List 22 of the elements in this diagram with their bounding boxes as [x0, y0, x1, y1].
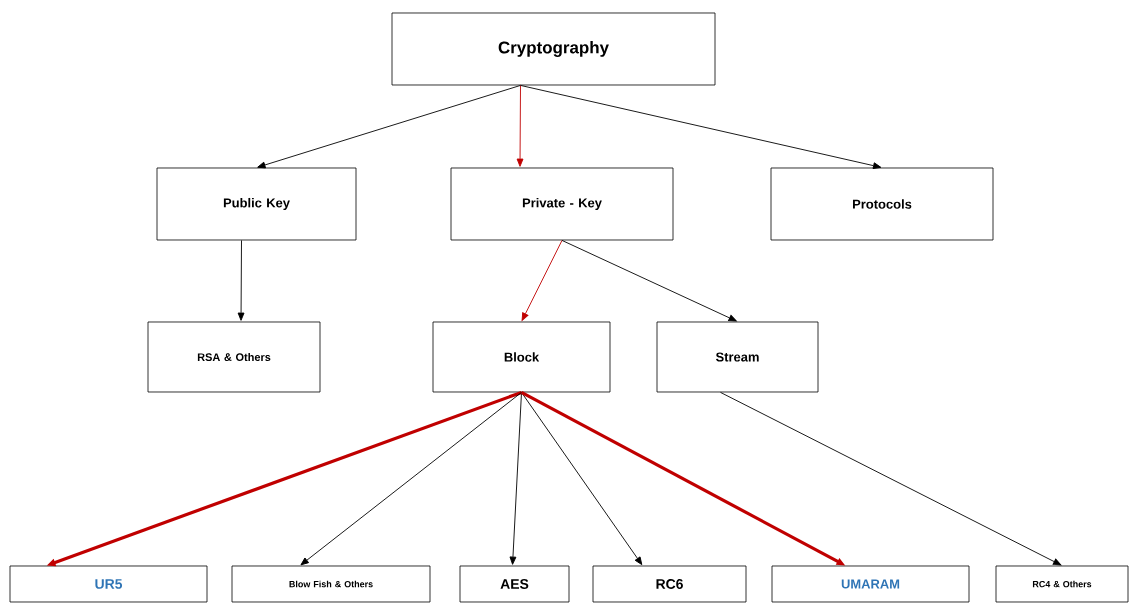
box: Stream: [656, 321, 819, 393]
box: Public Key: [156, 167, 357, 241]
arrow: [720, 391, 1062, 566]
arrow: [521, 239, 563, 321]
arrow: [257, 84, 521, 169]
arrow: [561, 239, 737, 322]
box: Private - Key: [450, 167, 674, 241]
arrow: [509, 391, 522, 565]
box: Cryptography: [391, 12, 716, 86]
box: Protocols: [770, 167, 994, 241]
box: RSA & Others: [147, 321, 321, 393]
box: RC6: [592, 565, 747, 603]
arrow: [520, 84, 882, 170]
box: Block: [432, 321, 611, 393]
box: RC4 & Others: [995, 565, 1129, 603]
box: Blow Fish & Others: [231, 565, 431, 603]
box: AES: [459, 565, 570, 603]
box: UR5: [9, 565, 208, 603]
arrow: [300, 391, 522, 566]
arrow: [516, 84, 524, 167]
arrow: [237, 239, 245, 321]
box: UMARAM: [771, 565, 970, 603]
